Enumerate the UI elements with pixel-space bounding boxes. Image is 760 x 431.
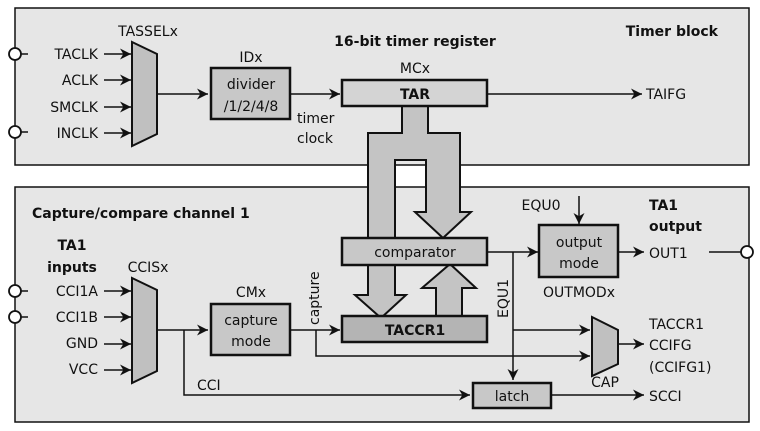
tar-label: TAR — [400, 87, 430, 103]
clock-select-mux — [131, 40, 158, 148]
capture-signal-label: capture — [307, 271, 323, 325]
tassel-label: TASSELx — [117, 24, 178, 40]
input-cci1a: CCI1A — [56, 284, 99, 300]
ta1-output-heading-2: output — [649, 219, 702, 235]
input-smclk: SMCLK — [50, 100, 99, 116]
bus-arrow-to-taccr1 — [352, 264, 409, 320]
comparator-label: comparator — [374, 245, 456, 261]
input-vcc: VCC — [69, 362, 98, 378]
output-mode-block — [537, 223, 620, 279]
input-aclk: ACLK — [62, 73, 99, 89]
taccr1-label: TACCR1 — [385, 323, 445, 339]
mcx-label: MCx — [400, 61, 430, 77]
flag-line-1: TACCR1 — [648, 317, 704, 333]
register-heading: 16-bit timer register — [334, 34, 496, 50]
pin-taclk[interactable] — [8, 47, 22, 61]
cap-mux — [591, 315, 619, 378]
input-cci1b: CCI1B — [56, 310, 98, 326]
tar-register — [340, 78, 489, 108]
scci-label: SCCI — [649, 389, 682, 405]
equ0-label: EQU0 — [521, 198, 560, 214]
pin-cci1b[interactable] — [8, 310, 22, 324]
equ1-label: EQU1 — [496, 279, 512, 318]
ta1-output-heading-1: TA1 — [649, 198, 678, 214]
output-mode-line1: output — [556, 235, 603, 251]
ta1-inputs-heading-2: inputs — [47, 260, 97, 276]
pin-cci1a[interactable] — [8, 284, 22, 298]
divider-ratios: /1/2/4/8 — [224, 99, 279, 115]
timer-block-title: Timer block — [626, 24, 719, 40]
bus-arrow-to-comparator — [419, 262, 479, 317]
input-select-mux — [131, 276, 158, 385]
ccisx-label: CCISx — [128, 260, 169, 276]
timer-clock-label-1: timer — [297, 111, 335, 127]
flag-line-2: CCIFG — [649, 338, 692, 354]
divider-block — [209, 66, 292, 121]
cmx-label: CMx — [236, 285, 266, 301]
timer-clock-label-2: clock — [297, 131, 334, 147]
clock-inputs: TACLK ACLK SMCLK INCLK — [8, 47, 131, 142]
input-taclk: TACLK — [53, 47, 98, 63]
comparator-block — [340, 236, 489, 267]
ta1-inputs-heading-1: TA1 — [57, 238, 86, 254]
capture-mode-line1: capture — [224, 313, 278, 329]
idx-label: IDx — [239, 50, 262, 66]
data-bus — [367, 105, 474, 240]
out1-label: OUT1 — [649, 246, 688, 262]
latch-label: latch — [495, 389, 530, 405]
channel-title: Capture/compare channel 1 — [32, 206, 250, 222]
output-mode-line2: mode — [559, 256, 599, 272]
input-inclk: INCLK — [57, 126, 99, 142]
pin-out1[interactable] — [740, 245, 754, 259]
taifg-label: TAIFG — [645, 87, 686, 103]
divider-label: divider — [227, 77, 275, 93]
taccr1-register — [340, 314, 489, 344]
cci-label: CCI — [197, 378, 221, 394]
outmodx-label: OUTMODx — [543, 285, 615, 301]
capture-mode-line2: mode — [231, 334, 271, 350]
flag-line-3: (CCIFG1) — [649, 360, 711, 376]
input-gnd: GND — [66, 336, 98, 352]
cap-label: CAP — [591, 375, 619, 391]
pin-inclk[interactable] — [8, 125, 22, 139]
